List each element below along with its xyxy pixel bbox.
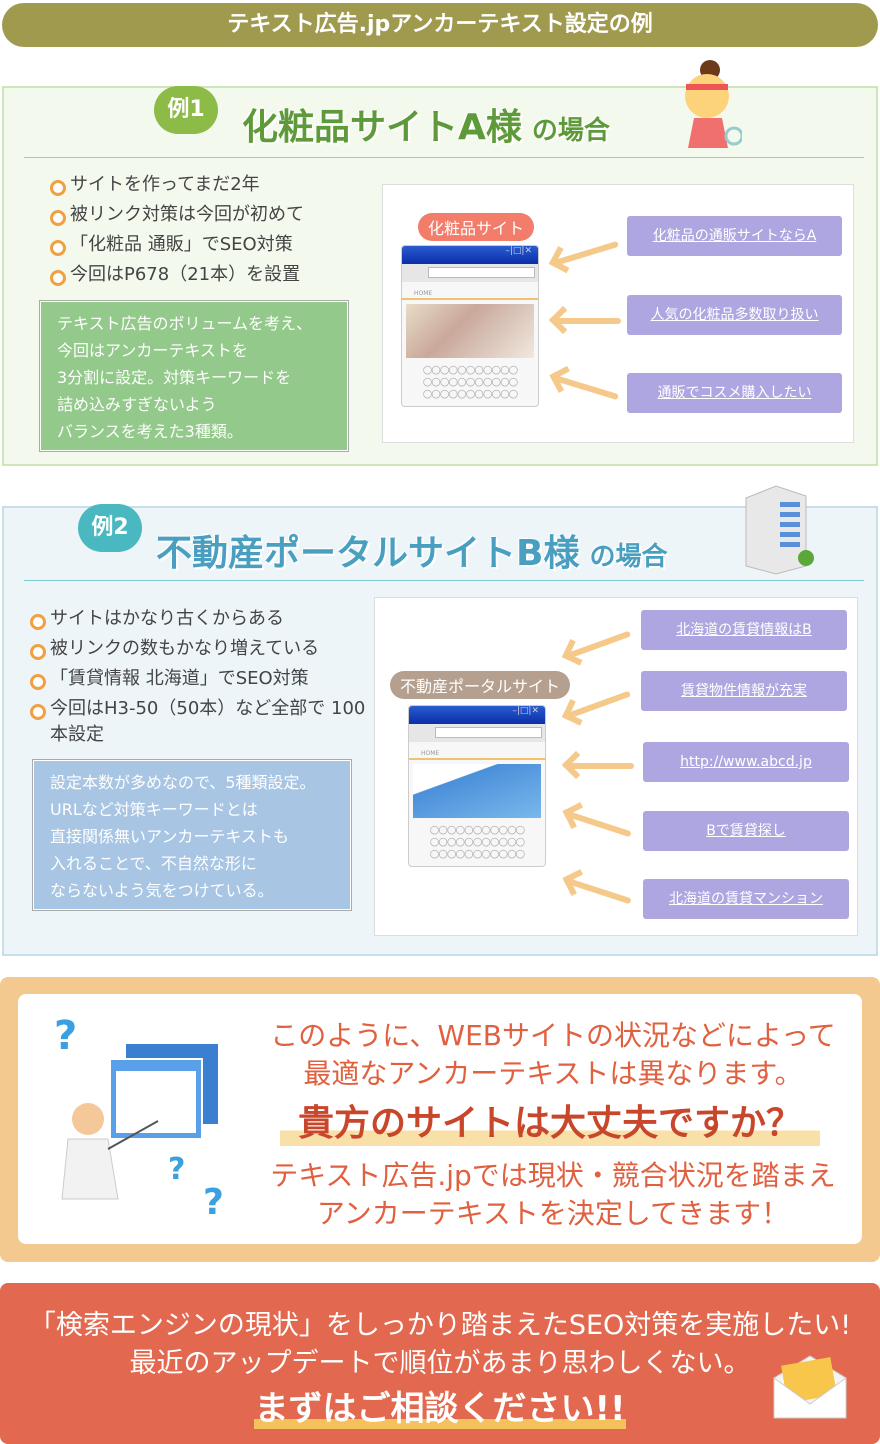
building-image <box>413 764 541 818</box>
note-line: URLなど対策キーワードとは <box>50 800 258 819</box>
anchor-link[interactable]: 賃貸物件情報が充実 <box>641 671 847 711</box>
anchor-link[interactable]: 北海道の賃貸情報はB <box>641 610 847 650</box>
anchor-link[interactable]: 人気の化粧品多数取り扱い <box>627 295 842 335</box>
divider <box>24 580 864 581</box>
example2-note: 設定本数が多めなので、5種類設定。 URLなど対策キーワードとは 直接関係無いア… <box>32 759 352 911</box>
title-text: 化粧品サイトA様 <box>242 107 522 148</box>
bullet-item: サイトはかなり古くからある <box>30 604 370 634</box>
example1-bullets: サイトを作ってまだ2年 被リンク対策は今回が初めて 「化粧品 通販」でSEO対策… <box>50 170 304 290</box>
note-line: 3分割に設定。対策キーワードを <box>57 368 292 387</box>
summary-line: 最適なアンカーテキストは異なります。 <box>303 1057 803 1090</box>
arrow-icon <box>566 690 632 719</box>
anchor-link[interactable]: 通販でコスメ購入したい <box>627 373 842 413</box>
note-line: 設定本数が多めなので、5種類設定。 <box>50 773 316 792</box>
example1-note: テキスト広告のボリュームを考え、 今回はアンカーテキストを 3分割に設定。対策キ… <box>39 300 349 452</box>
note-line: ならないよう気をつけている。 <box>50 881 274 900</box>
window-controls: –|□|✕ <box>402 246 538 264</box>
note-line: 直接関係無いアンカーテキストも <box>50 827 289 846</box>
woman-illustration-icon <box>672 58 744 153</box>
title-suffix: の場合 <box>589 542 668 572</box>
example1-title: 化粧品サイトA様の場合 <box>242 98 610 150</box>
example1-badge: 例1 <box>154 86 218 134</box>
summary-line: このように、WEBサイトの状況などによって <box>270 1019 836 1052</box>
bullet-item: 被リンク対策は今回が初めて <box>50 200 304 230</box>
example1-section: 例1 化粧品サイトA様の場合 サイトを作ってまだ2年 被リンク対策は今回が初めて… <box>2 60 878 466</box>
browser-mockup: –|□|✕ HOME ○○○○○○○○○○○○○○○○○○○○○○○○○○○○○… <box>408 705 546 867</box>
site-label: 不動産ポータルサイト <box>390 671 571 699</box>
cta-line: 最近のアップデートで順位があまり思わしくない。 <box>129 1348 751 1379</box>
cta-headline-text: まずはご相談ください!! <box>254 1389 626 1429</box>
summary-headline: 貴方のサイトは大丈夫ですか？ <box>280 1094 820 1146</box>
cta-line: 「検索エンジンの現状」をしっかり踏まえたSEO対策を実施したい! <box>28 1310 852 1341</box>
envelope-icon <box>770 1353 850 1427</box>
cosmetics-image <box>406 304 534 358</box>
anchor-link[interactable]: http://www.abcd.jp <box>643 742 849 782</box>
window-controls: –|□|✕ <box>409 706 545 724</box>
note-line: 入れることで、不自然な形に <box>50 854 257 873</box>
arrow-icon <box>555 318 621 324</box>
address-bar <box>409 724 545 742</box>
summary-card: ??? このように、WEBサイトの状況などによって 最適なアンカーテキストは異な… <box>18 994 862 1244</box>
example2-title: 不動産ポータルサイトB様の場合 <box>156 524 667 576</box>
page-banner: テキスト広告.jpアンカーテキスト設定の例 <box>2 3 878 47</box>
question-mark-icon: ? <box>54 1013 77 1059</box>
example1-diagram: 化粧品サイト –|□|✕ HOME ○○○○○○○○○○○○○○○○○○○○○○… <box>382 184 854 443</box>
cta-headline[interactable]: まずはご相談ください!! <box>0 1381 880 1430</box>
summary-line: アンカーテキストを決定してきます！ <box>316 1197 790 1230</box>
address-bar <box>402 264 538 282</box>
summary-line: テキスト広告.jpでは現状・競合状況を踏まえ <box>270 1159 836 1192</box>
arrow-icon <box>567 811 632 838</box>
bullet-item: 被リンクの数もかなり増えている <box>30 634 370 664</box>
note-line: バランスを考えた3種類。 <box>57 422 243 441</box>
example2-badge: 例2 <box>78 504 142 552</box>
bullet-item: 「化粧品 通販」でSEO対策 <box>50 230 304 260</box>
home-tab: HOME <box>402 282 538 300</box>
anchor-link[interactable]: Bで賃貸探し <box>643 811 849 851</box>
title-text: 不動産ポータルサイトB様 <box>156 533 580 574</box>
arrow-icon <box>554 240 619 266</box>
title-suffix: の場合 <box>531 116 610 146</box>
svg-text:?: ? <box>168 1152 185 1187</box>
site-label: 化粧品サイト <box>418 213 535 241</box>
example2-section: 例2 不動産ポータルサイトB様の場合 サイトはかなり古くからある 被リンクの数も… <box>2 485 878 956</box>
bullet-item: サイトを作ってまだ2年 <box>50 170 304 200</box>
arrow-icon <box>568 763 634 769</box>
arrow-icon <box>554 375 619 401</box>
anchor-link[interactable]: 北海道の賃貸マンション <box>643 879 849 919</box>
svg-text:?: ? <box>203 1182 224 1223</box>
placeholder-circles: ○○○○○○○○○○○○○○○○○○○○○○○○○○○○○○○○○ <box>422 363 519 400</box>
note-line: 詰め込みすぎないよう <box>57 395 217 414</box>
anchor-link[interactable]: 化粧品の通販サイトならA <box>627 216 842 256</box>
summary-section: ??? このように、WEBサイトの状況などによって 最適なアンカーテキストは異な… <box>0 977 880 1262</box>
doctor-illustration-icon: ??? <box>38 1009 238 1224</box>
note-line: テキスト広告のボリュームを考え、 <box>57 314 313 333</box>
divider <box>24 157 864 158</box>
example2-diagram: 不動産ポータルサイト –|□|✕ HOME ○○○○○○○○○○○○○○○○○○… <box>374 597 858 936</box>
placeholder-circles: ○○○○○○○○○○○○○○○○○○○○○○○○○○○○○○○○○ <box>429 823 526 860</box>
note-line: 今回はアンカーテキストを <box>57 341 248 360</box>
browser-mockup: –|□|✕ HOME ○○○○○○○○○○○○○○○○○○○○○○○○○○○○○… <box>401 245 539 407</box>
cta-section[interactable]: 「検索エンジンの現状」をしっかり踏まえたSEO対策を実施したい! 最近のアップデ… <box>0 1283 880 1444</box>
arrow-icon <box>566 630 632 659</box>
arrow-icon <box>567 878 632 905</box>
home-tab: HOME <box>409 742 545 760</box>
bullet-item: 今回はP678（21本）を設置 <box>50 260 304 290</box>
example2-bullets: サイトはかなり古くからある 被リンクの数もかなり増えている 「賃貸情報 北海道」… <box>30 604 370 748</box>
bullet-item: 今回はH3-50（50本）など全部で 100本設定 <box>30 694 370 748</box>
bullet-item: 「賃貸情報 北海道」でSEO対策 <box>30 664 370 694</box>
building-icon <box>736 478 816 578</box>
